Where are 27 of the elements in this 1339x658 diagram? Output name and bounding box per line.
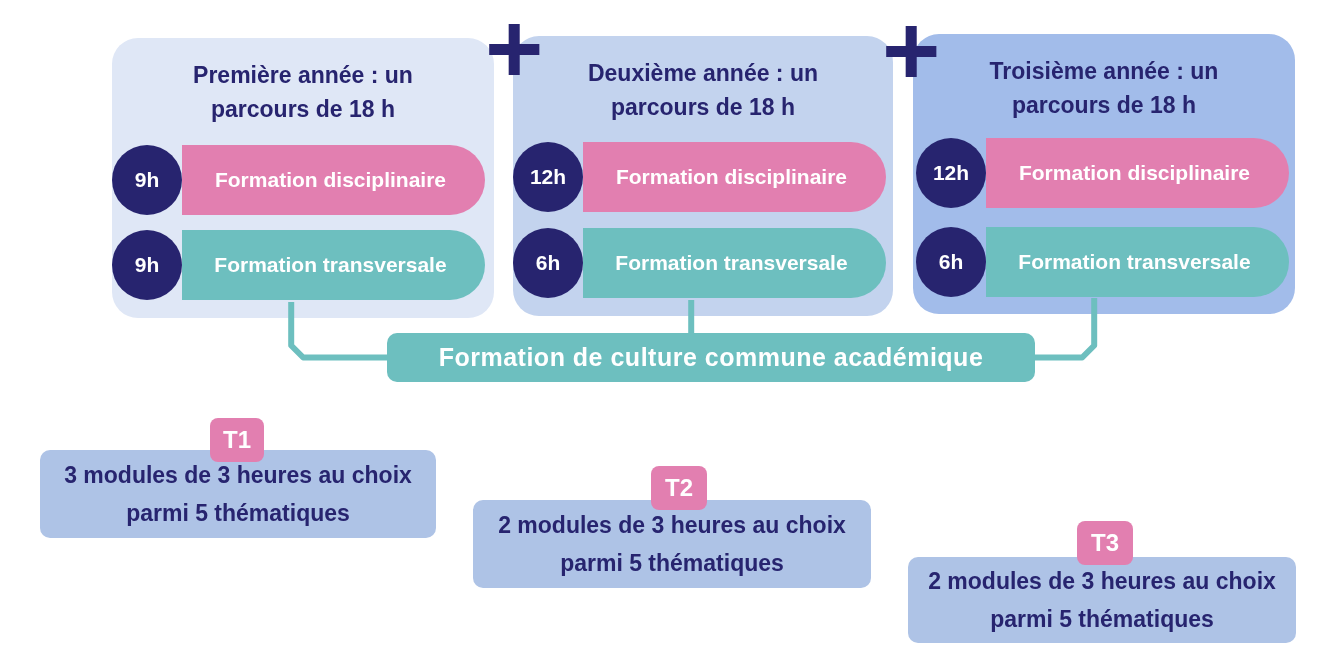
hours-badge: 6h — [513, 228, 583, 298]
term-tag: T3 — [1077, 521, 1133, 565]
course-pill: Formation disciplinaire — [583, 142, 886, 212]
course-pill: Formation transversale — [182, 230, 485, 300]
module-box: 2 modules de 3 heures au choix parmi 5 thématiques — [908, 557, 1296, 643]
hours-badge: 9h — [112, 230, 182, 300]
connector-line — [288, 302, 387, 361]
module-box: 3 modules de 3 heures au choix parmi 5 thématiques — [40, 450, 436, 538]
panel-heading: Troisième année : un parcours de 18 h — [988, 57, 1220, 120]
plus-sign: + — [485, 8, 544, 88]
hours-badge: 12h — [513, 142, 583, 212]
plus-sign: + — [882, 10, 941, 90]
term-tag: T1 — [210, 418, 264, 462]
module-box: 2 modules de 3 heures au choix parmi 5 thématiques — [473, 500, 871, 588]
common-training-box: Formation de culture commune académique — [387, 333, 1035, 382]
hours-badge: 12h — [916, 138, 986, 208]
connector-line — [1035, 298, 1098, 361]
hours-badge: 9h — [112, 145, 182, 215]
course-pill: Formation disciplinaire — [182, 145, 485, 215]
course-pill: Formation transversale — [583, 228, 886, 298]
term-tag: T2 — [651, 466, 707, 510]
connector-line — [688, 300, 695, 333]
hours-badge: 6h — [916, 227, 986, 297]
course-pill: Formation disciplinaire — [986, 138, 1289, 208]
panel-heading: Première année : un parcours de 18 h — [192, 61, 414, 124]
panel-heading: Deuxième année : un parcours de 18 h — [586, 59, 820, 122]
course-pill: Formation transversale — [986, 227, 1289, 297]
